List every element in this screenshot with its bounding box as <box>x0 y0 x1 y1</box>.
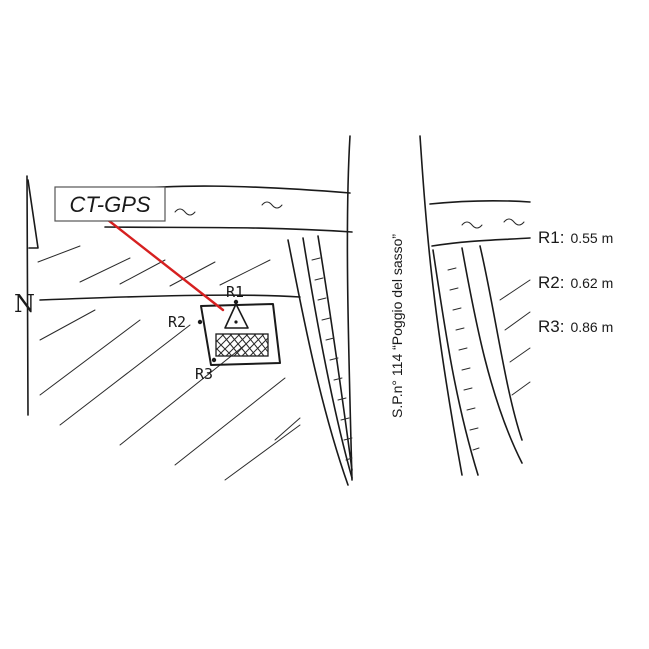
receiver-r1-point <box>233 299 239 305</box>
hatched-rectangle-icon <box>215 333 269 357</box>
path-line <box>39 294 301 301</box>
station-block <box>197 299 281 366</box>
legend-r2: R2:0.62 m <box>538 273 613 292</box>
receiver-r3-label: R3 <box>195 365 213 383</box>
ground-hatching-left <box>37 245 301 481</box>
distance-legend: R1:0.55 m R2:0.62 m R3:0.86 m <box>538 228 613 336</box>
road-label: S.P.n° 114 “Poggio del sasso” <box>389 234 405 418</box>
receiver-r1-label: R1 <box>226 283 244 301</box>
road-edge-right <box>419 135 523 476</box>
upper-channel-right <box>429 199 531 396</box>
north-arrow <box>26 175 39 416</box>
receiver-r2-point <box>197 319 203 325</box>
triangle-icon <box>224 303 249 329</box>
gps-pointer-line <box>106 218 225 312</box>
gps-label-box: CT-GPS <box>54 186 166 222</box>
legend-r1: R1:0.55 m <box>538 228 613 247</box>
receiver-r2-label: R2 <box>168 313 186 331</box>
north-label: N <box>14 290 35 318</box>
legend-r3: R3:0.86 m <box>538 317 613 336</box>
road-edge-left <box>287 135 353 486</box>
receiver-r3-point <box>211 357 217 363</box>
gps-label: CT-GPS <box>69 192 150 217</box>
